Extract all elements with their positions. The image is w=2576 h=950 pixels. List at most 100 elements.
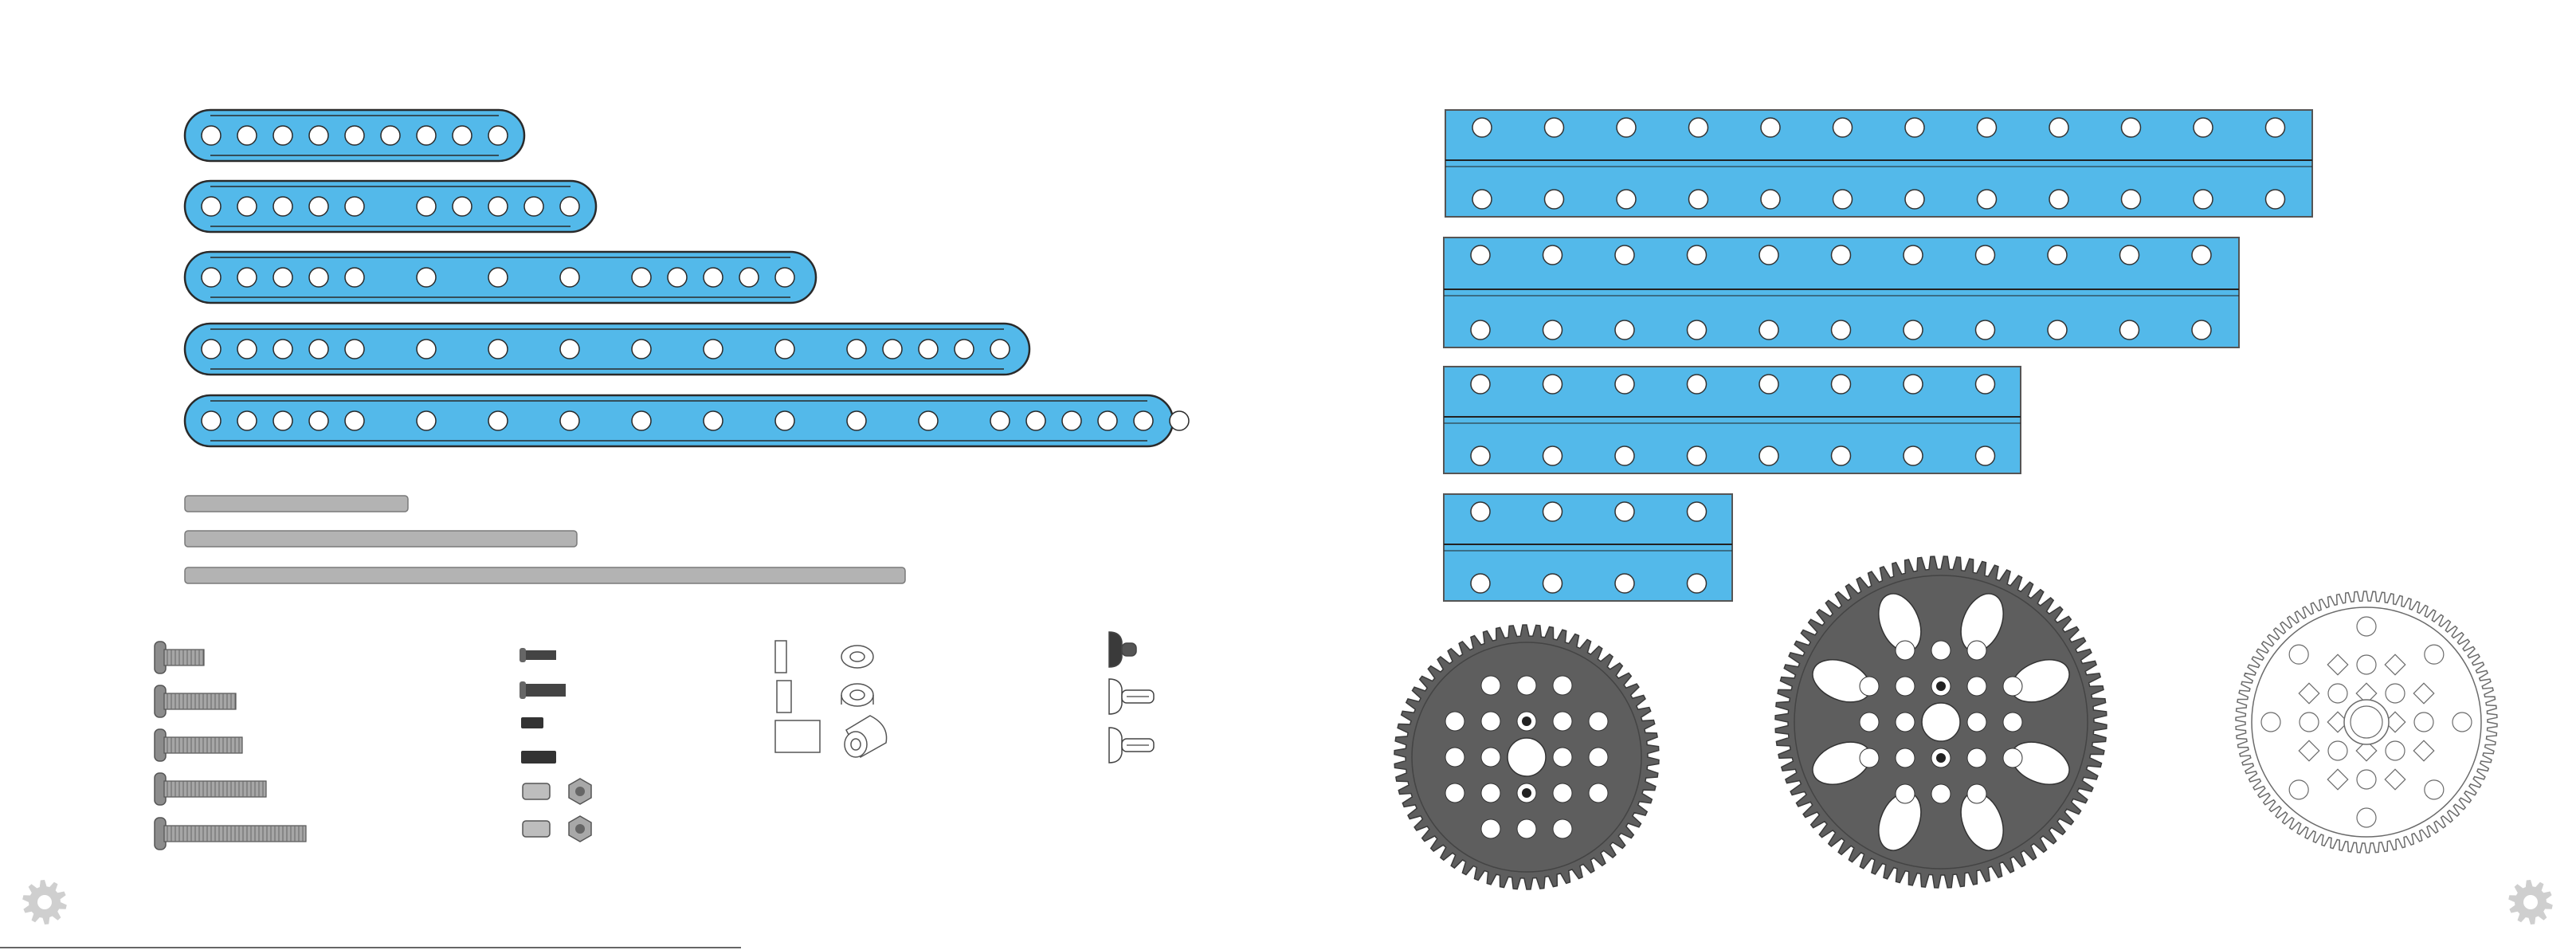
beam-hole	[1545, 190, 1564, 209]
beam-hole	[2266, 190, 2285, 209]
beam-hole	[2192, 320, 2211, 340]
d-shaft-short[interactable]	[185, 496, 408, 512]
washer-inner	[850, 652, 865, 661]
beam-hole	[632, 411, 651, 430]
beam-double-12[interactable]	[1445, 110, 2312, 217]
beam-hole	[2194, 190, 2213, 209]
gear-hole	[2289, 645, 2308, 664]
beam-hole	[2120, 245, 2139, 265]
beam-hole	[1026, 411, 1045, 430]
beam-hole	[560, 268, 579, 287]
beam-hole	[919, 411, 938, 430]
gear-large-dark[interactable]	[1775, 556, 2107, 888]
washer-thick[interactable]	[841, 684, 873, 706]
beam-hole	[237, 340, 257, 359]
headless-screw-long[interactable]	[520, 681, 566, 699]
washer-flat[interactable]	[841, 646, 873, 668]
screw-head	[520, 681, 526, 699]
spacer-rect-wide[interactable]	[775, 720, 820, 752]
gear-hole	[1553, 676, 1572, 695]
gear-hole	[1589, 748, 1608, 767]
nut-pair-1[interactable]	[523, 779, 591, 804]
beam-hole	[202, 197, 221, 216]
beam-0824-23[interactable]	[185, 324, 1029, 375]
gear-hole	[1553, 748, 1572, 767]
d-shaft-medium[interactable]	[185, 531, 577, 547]
beam-hole	[1543, 446, 1562, 465]
beam-hole	[2049, 190, 2068, 209]
nut-pair-2[interactable]	[523, 816, 591, 842]
beam-hole	[883, 340, 902, 359]
beam-hole	[1978, 118, 1997, 137]
gear-hole	[1967, 748, 1986, 767]
spacer-rect-thin[interactable]	[775, 641, 786, 673]
beam-hole	[2048, 245, 2067, 265]
beam-hole	[1832, 245, 1851, 265]
set-screw-small[interactable]	[521, 717, 543, 728]
beam-hole	[1689, 190, 1708, 209]
beam-0824-28[interactable]	[185, 395, 1189, 446]
gear-hole	[1967, 641, 1986, 660]
gear-hole	[2386, 684, 2405, 703]
rivet-black[interactable]	[1109, 632, 1136, 667]
rivet-head	[1109, 632, 1122, 667]
screw-thread	[164, 650, 204, 665]
beam-hole	[202, 411, 221, 430]
beam-double-8[interactable]	[1444, 367, 2021, 473]
spacer-cylinder[interactable]	[845, 716, 887, 757]
gear-hole	[2289, 780, 2308, 799]
beam-hole	[704, 340, 723, 359]
beam-hole	[202, 126, 221, 145]
beam-hole	[2194, 118, 2213, 137]
gear-hole	[1589, 783, 1608, 803]
beam-hole	[2049, 118, 2068, 137]
beam-0824-17[interactable]	[185, 252, 816, 303]
rivet-white-2[interactable]	[1109, 728, 1154, 763]
gear-small-dark[interactable]	[1394, 625, 1659, 889]
beam-hole	[1170, 411, 1189, 430]
screw-m4x40[interactable]	[155, 818, 306, 850]
beam-hole	[1543, 320, 1562, 340]
beam-hole	[1134, 411, 1153, 430]
beam-hole	[1472, 190, 1492, 209]
beam-hole	[1688, 320, 1707, 340]
beam-hole	[2192, 245, 2211, 265]
beam-hole	[1833, 190, 1853, 209]
spacer-outline	[775, 720, 820, 752]
beam-hole	[524, 197, 543, 216]
gear-hole	[1553, 712, 1572, 731]
gear-screw	[1936, 681, 1946, 691]
beam-hole	[1832, 375, 1851, 394]
gear-hole	[2357, 617, 2376, 636]
set-screw-large[interactable]	[521, 751, 556, 764]
headless-screw-short[interactable]	[520, 648, 556, 662]
beam-hole	[345, 126, 364, 145]
screw-m4x30[interactable]	[155, 773, 266, 805]
gear-screw	[1522, 716, 1531, 726]
screw-m4x22[interactable]	[155, 729, 242, 761]
beam-hole	[1832, 446, 1851, 465]
beam-hole	[417, 340, 436, 359]
set-screw-body	[521, 717, 543, 728]
beam-double-4[interactable]	[1444, 494, 1732, 601]
beam-0824-9[interactable]	[185, 110, 524, 161]
beam-0824-11[interactable]	[185, 181, 596, 232]
beam-double-11[interactable]	[1444, 238, 2239, 347]
beam-hole	[1472, 118, 1492, 137]
beam-hole	[1904, 446, 1923, 465]
d-shaft-long[interactable]	[185, 567, 905, 583]
beam-hole	[1688, 446, 1707, 465]
gear-outline[interactable]	[2236, 591, 2497, 853]
spacer-rect-medium[interactable]	[777, 681, 791, 712]
washer-inner	[850, 690, 865, 700]
beam-hole	[345, 340, 364, 359]
beam-hole	[632, 268, 651, 287]
beam-hole	[1759, 245, 1778, 265]
beam-hole	[1832, 320, 1851, 340]
gear-hole	[2414, 712, 2433, 732]
screw-m4x14[interactable]	[155, 685, 236, 717]
rivet-white-1[interactable]	[1109, 679, 1154, 714]
beam-hole	[1688, 245, 1707, 265]
screw-m4x8[interactable]	[155, 642, 204, 673]
